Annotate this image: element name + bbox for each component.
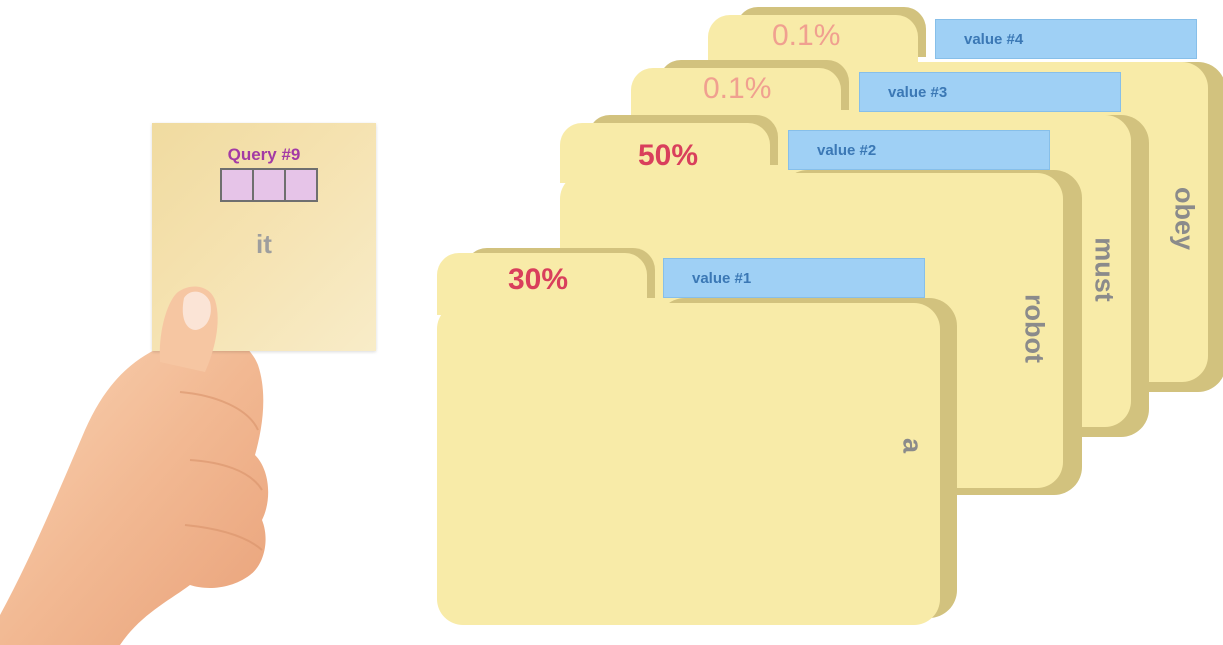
attention-percent: 50% <box>638 139 699 172</box>
hand-illustration <box>0 334 269 645</box>
folder-word: must <box>1089 237 1120 302</box>
attention-percent: 30% <box>508 263 569 296</box>
query-word: it <box>256 229 272 259</box>
folder-word: obey <box>1169 186 1200 251</box>
folder-word: a <box>897 437 928 454</box>
query-vector-cell <box>254 170 286 200</box>
value-label: value #2 <box>788 130 1050 170</box>
query-vector-cell <box>286 170 316 200</box>
attention-percent: 0.1% <box>772 19 841 52</box>
folder-word: robot <box>1019 294 1050 363</box>
query-title: Query #9 <box>227 145 301 164</box>
thumb-illustration <box>159 286 218 372</box>
value-label: value #1 <box>663 258 925 298</box>
value-label: value #4 <box>935 19 1197 59</box>
query-vector <box>220 168 318 202</box>
attention-percent: 0.1% <box>703 72 772 105</box>
folder-body <box>437 303 940 625</box>
query-vector-cell <box>222 170 254 200</box>
value-label: value #3 <box>859 72 1121 112</box>
